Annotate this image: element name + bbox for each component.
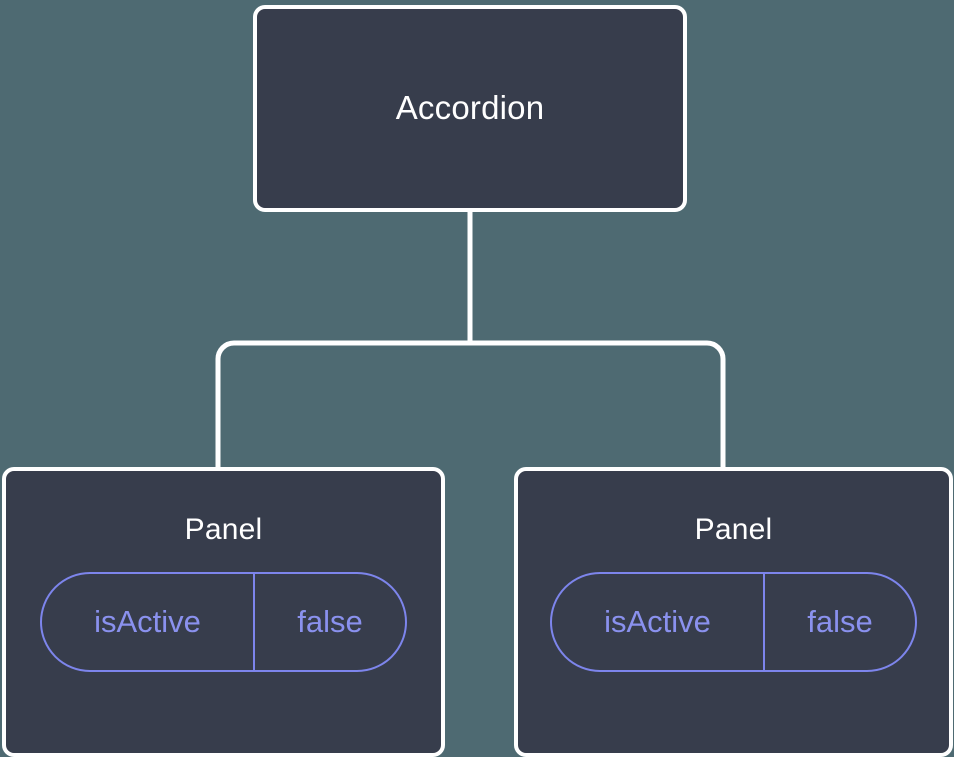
prop-value: false bbox=[253, 574, 405, 670]
node-accordion[interactable]: Accordion bbox=[253, 5, 687, 212]
prop-value: false bbox=[763, 574, 915, 670]
node-accordion-label: Accordion bbox=[395, 89, 545, 127]
prop-key: isActive bbox=[604, 604, 711, 639]
edge-bus-to-panel-left bbox=[215, 340, 470, 470]
node-panel-1-label: Panel bbox=[184, 513, 263, 546]
prop-key: isActive bbox=[94, 604, 201, 639]
node-panel-1-prop-isactive[interactable]: isActive false bbox=[40, 572, 407, 672]
edge-bus-to-panel-right bbox=[470, 340, 726, 470]
component-tree-diagram: Accordion Panel isActive false Panel isA… bbox=[2, 5, 953, 757]
node-panel-2-label: Panel bbox=[694, 513, 773, 546]
node-panel-2-prop-isactive[interactable]: isActive false bbox=[550, 572, 917, 672]
node-panel-2[interactable]: Panel isActive false bbox=[514, 467, 953, 757]
node-panel-1[interactable]: Panel isActive false bbox=[2, 467, 445, 757]
